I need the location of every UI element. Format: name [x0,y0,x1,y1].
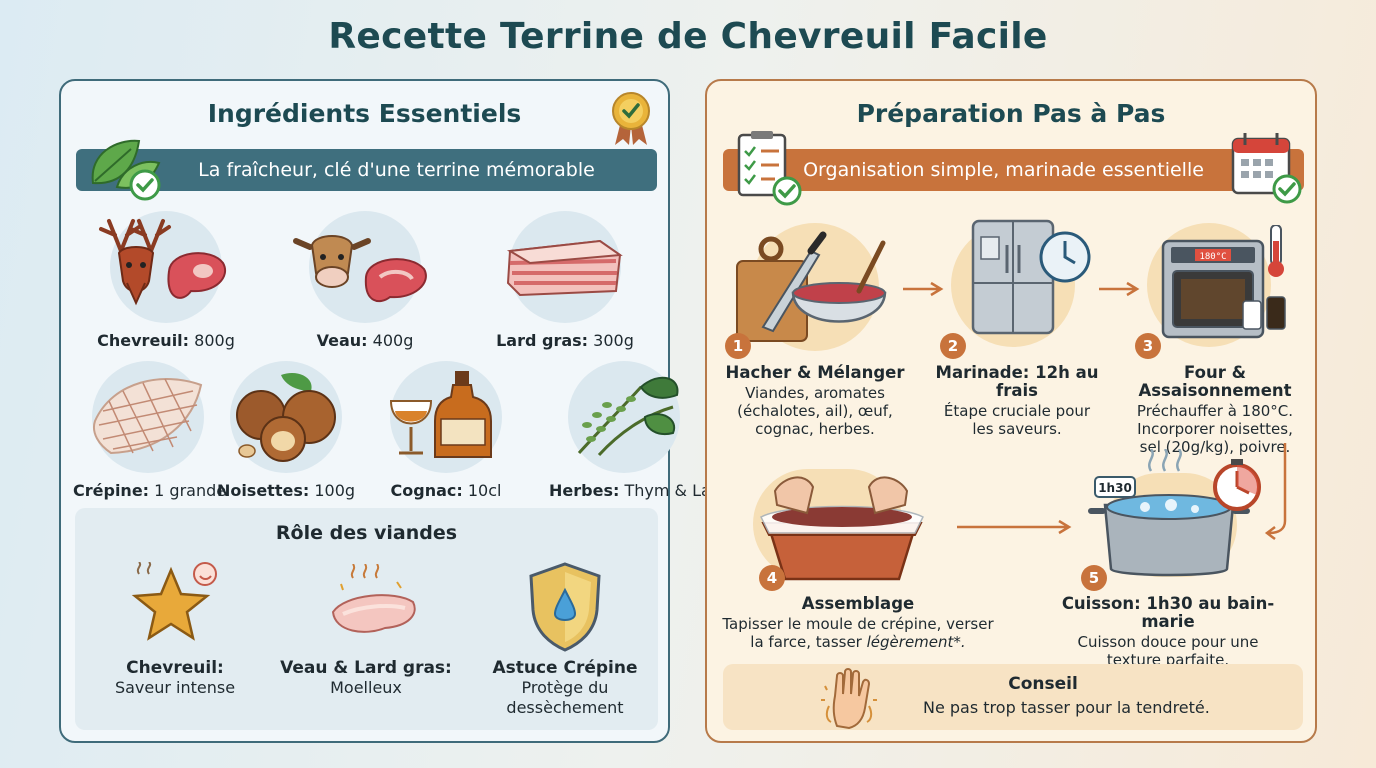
step-number: 1 [725,333,751,359]
step-number: 2 [940,333,966,359]
ingredient-lard: Lard gras: 300g [490,211,640,350]
ingredient-name: Veau: [316,331,368,350]
step-desc: Préchauffer à 180°C. Incorporer noisette… [1136,402,1294,456]
arrow-right-icon [903,281,944,297]
ingredient-qty: 800g [194,331,235,350]
calendar-icon [1231,133,1302,204]
arrow-down-left-icon [1264,443,1287,540]
step-4: Assemblage Tapisser le moule de crépine,… [719,594,997,652]
bain-marie-pot-icon: 1h30 [1088,449,1261,577]
role-veau-lard: Veau & Lard gras: Moelleux [271,658,461,698]
step-title: Hacher & Mélanger [725,363,905,382]
ingredients-title: Ingrédients Essentiels [207,99,522,128]
ingredient-chevreuil: Chevreuil: 800g [91,211,241,350]
hazelnut-icon [236,372,336,462]
cow-meat-icon [293,235,427,303]
checklist-icon [737,131,802,206]
tip-title: Conseil [1008,674,1078,694]
ingredient-veau: Veau: 400g [290,211,440,350]
oven-display: 180°C [1199,252,1226,262]
cognac-bottle-icon [389,371,492,458]
hand-stop-icon [821,668,877,730]
ingredient-qty: 100g [314,481,356,500]
ingredient-name: Noisettes: [216,481,310,500]
step-title: Four & Assaisonnement [1138,363,1292,400]
role-name: Astuce Crépine [492,658,638,678]
ingredient-herbes: Herbes: Thym & Laurier [549,361,748,500]
step-title: Cuisson: 1h30 au bain-marie [1061,594,1275,631]
step-title: Marinade: 12h au frais [935,363,1099,400]
arrow-right-icon [1099,281,1140,297]
page-title: Recette Terrine de Chevreuil Facile [328,16,1048,57]
ingredients-panel: Ingrédients Essentiels La fraîcheur, clé… [59,79,748,743]
herbs-icon [577,376,679,457]
ingredient-qty: 400g [372,331,414,350]
ingredient-name: Herbes: [549,481,620,500]
leaf-check-icon [91,139,161,201]
ingredients-banner: La fraîcheur, clé d'une terrine mémorabl… [76,149,657,191]
fridge-clock-icon [971,219,1091,335]
shield-drop-icon [529,562,601,652]
step-desc: Tapisser le moule de crépine, verser la … [722,615,994,651]
ingredient-name: Lard gras: [496,331,589,350]
roles-title: Rôle des viandes [275,522,458,544]
step-3: Four & Assaisonnement Préchauffer à 180°… [1115,363,1315,457]
caul-fat-net-icon [93,378,203,455]
step-desc: Viandes, aromates (échalotes, ail), œuf,… [737,384,893,438]
ingredient-name: Chevreuil: [97,331,190,350]
step-number: 3 [1135,333,1161,359]
role-chevreuil: Chevreuil: Saveur intense [80,658,270,698]
cutting-board-bowl-icon [736,231,887,342]
terrine-mold-icon [760,476,924,581]
role-desc: Saveur intense [114,678,236,697]
ingredient-qty: 1 grande [154,481,227,500]
ingredient-name: Crépine: [73,481,150,500]
role-name: Veau & Lard gras: [280,658,452,678]
step-2: Marinade: 12h au frais Étape cruciale po… [917,363,1117,439]
ingredient-noisettes: Noisettes: 100g [211,361,361,500]
award-badge-icon [612,92,650,145]
step-1: Hacher & Mélanger Viandes, aromates (éch… [717,363,913,439]
role-desc: Moelleux [330,678,402,697]
step-title: Assemblage [801,594,915,613]
step-5: Cuisson: 1h30 au bain-marie Cuisson douc… [1043,594,1293,670]
ingredient-qty: 10cl [467,481,502,500]
preparation-title: Préparation Pas à Pas [856,99,1166,128]
role-desc: Protège du dessèchement [506,678,624,717]
tip-text: Ne pas trop tasser pour la tendreté. [923,698,1210,717]
step-desc-emphasis: légèrement*. [866,633,966,651]
lard-icon [506,239,623,297]
role-crepine: Astuce Crépine Protège du dessèchement [470,658,660,718]
ingredient-crepine: Crépine: 1 grande [73,361,227,500]
deer-meat-icon [99,219,226,306]
step-desc: Étape cruciale pour les saveurs. [943,402,1091,438]
tender-meat-icon [331,564,416,633]
ingredient-qty: 300g [593,331,634,350]
arrow-right-icon [957,519,1072,535]
star-flavor-icon [131,562,217,641]
roles-box: Rôle des viandes Chevreuil: Saveur inten… [75,508,658,730]
timer-label: 1h30 [1098,481,1132,495]
oven-thermometer-icon: 180°C [1161,225,1286,339]
preparation-panel: Préparation Pas à Pas Organisation simpl… [705,79,1317,743]
ingredient-name: Cognac: [390,481,463,500]
step-number: 5 [1081,565,1107,591]
tip-box: Conseil Ne pas trop tasser pour la tendr… [723,664,1303,730]
role-name: Chevreuil: [126,658,224,678]
step-number: 4 [759,565,785,591]
preparation-banner: Organisation simple, marinade essentiell… [723,149,1304,191]
ingredient-cognac: Cognac: 10cl [371,361,521,500]
